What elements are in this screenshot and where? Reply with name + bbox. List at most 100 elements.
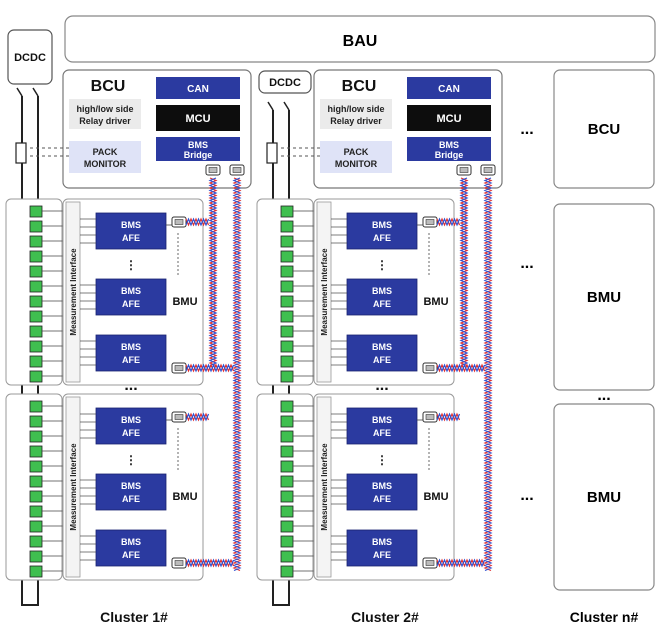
relay-driver-box — [69, 99, 141, 129]
bms-afe-label: AFE — [373, 233, 391, 243]
battery-cell-icon — [280, 535, 294, 548]
mcu-box — [156, 105, 240, 131]
connector-icon — [205, 164, 221, 176]
battery-cell-icon — [29, 550, 43, 563]
battery-cell-icon — [280, 505, 294, 518]
can-label: CAN — [438, 84, 460, 95]
battery-cell-icon — [280, 265, 294, 278]
relay-switch-icon — [32, 87, 39, 97]
daisy-chain-cable — [459, 177, 469, 367]
measurement-interface-box — [65, 201, 81, 383]
daisy-chain-cable — [232, 177, 242, 572]
connector-icon — [422, 411, 438, 423]
bms-afe-box — [95, 212, 167, 250]
bms-afe-box — [346, 212, 418, 250]
bcu-title: BCU — [342, 78, 377, 95]
bmu-group: Measurement InterfaceBMSAFEBMSAFEBMSAFE⋮… — [256, 393, 486, 581]
pack-monitor-box — [320, 141, 392, 173]
battery-cell-icon — [29, 430, 43, 443]
daisy-chain-cable — [436, 558, 486, 568]
mcu-label: MCU — [185, 113, 210, 125]
battery-cell-icon — [29, 310, 43, 323]
can-box — [156, 77, 240, 99]
dcdc-label: DCDC — [14, 52, 46, 64]
battery-cell-icon — [280, 295, 294, 308]
bmu-group: Measurement InterfaceBMSAFEBMSAFEBMSAFE⋮… — [5, 393, 235, 581]
battery-cell-icon — [280, 340, 294, 353]
dcdc-label: DCDC — [269, 77, 301, 89]
connector-icon — [422, 216, 438, 228]
battery-cell-icon — [280, 325, 294, 338]
measurement-interface-label: Measurement Interface — [69, 443, 78, 531]
bms-afe-label: AFE — [373, 494, 391, 504]
connector-icon — [171, 411, 187, 423]
daisy-chain-cable — [436, 217, 461, 227]
bms-afe-label: AFE — [122, 428, 140, 438]
mcu-label: MCU — [436, 113, 461, 125]
battery-cell-icon — [29, 535, 43, 548]
measurement-interface-box — [316, 396, 332, 578]
mcu-box — [407, 105, 491, 131]
measurement-interface-box — [65, 396, 81, 578]
ellipsis-cluster-n-between: ... — [597, 387, 610, 404]
battery-cell-icon — [280, 565, 294, 578]
can-label: CAN — [187, 84, 209, 95]
measurement-interface-label: Measurement Interface — [69, 248, 78, 336]
bms-bridge-box — [156, 137, 240, 161]
battery-cell-icon — [280, 460, 294, 473]
connector-icon — [171, 557, 187, 569]
battery-cell-icon — [280, 370, 294, 383]
bms-afe-label: AFE — [122, 299, 140, 309]
daisy-chain-cable — [185, 217, 210, 227]
bms-afe-label: AFE — [122, 355, 140, 365]
bms-afe-label: BMS — [121, 537, 141, 547]
bms-afe-label: BMS — [121, 415, 141, 425]
bms-afe-box — [95, 529, 167, 567]
bms-bridge-box — [407, 137, 491, 161]
battery-cell-icon — [29, 370, 43, 383]
ellipsis-bcu-row: ... — [520, 121, 533, 138]
battery-cell-icon — [280, 415, 294, 428]
bms-afe-box — [95, 278, 167, 316]
ellipsis-between-bmus: ... — [124, 377, 137, 394]
bms-afe-box — [95, 334, 167, 372]
bcu-title: BCU — [91, 78, 126, 95]
battery-cell-icon — [280, 550, 294, 563]
cluster-n-bmu-bottom-box — [553, 403, 655, 591]
relay-driver-label: high/low side — [76, 104, 133, 114]
daisy-chain-cable — [208, 177, 218, 367]
bms-afe-label: BMS — [372, 342, 392, 352]
battery-cell-icon — [280, 235, 294, 248]
bmu-label: BMU — [423, 296, 448, 308]
shunt-icon — [15, 142, 27, 164]
battery-cell-icon — [29, 340, 43, 353]
bmu-group: Measurement InterfaceBMSAFEBMSAFEBMSAFE⋮… — [256, 198, 486, 386]
bms-afe-box — [95, 407, 167, 445]
battery-cell-icon — [280, 490, 294, 503]
connector-icon — [422, 362, 438, 374]
measurement-interface-box — [316, 201, 332, 383]
shunt-icon — [266, 142, 278, 164]
bms-bridge-label: BMS — [188, 140, 208, 150]
connector-icon — [171, 362, 187, 374]
battery-cell-icon — [29, 235, 43, 248]
bms-afe-label: AFE — [373, 355, 391, 365]
bau-label: BAU — [343, 33, 378, 50]
afe-vdots: ⋮ — [376, 258, 388, 272]
battery-cell-icon — [280, 220, 294, 233]
daisy-chain-cable — [436, 363, 486, 373]
battery-cell-icon — [29, 400, 43, 413]
ellipsis-between-bmus: ... — [375, 377, 388, 394]
bms-afe-box — [346, 334, 418, 372]
pack-monitor-label: MONITOR — [335, 159, 378, 169]
cluster-n-label: Cluster n# — [570, 609, 639, 625]
battery-cell-icon — [29, 445, 43, 458]
battery-cell-icon — [29, 280, 43, 293]
bms-afe-box — [346, 529, 418, 567]
pack-monitor-label: PACK — [93, 147, 118, 157]
cluster-n-bmu-bottom-label: BMU — [587, 489, 621, 506]
bms-afe-label: AFE — [373, 550, 391, 560]
bms-afe-label: BMS — [372, 481, 392, 491]
bms-afe-label: BMS — [121, 342, 141, 352]
